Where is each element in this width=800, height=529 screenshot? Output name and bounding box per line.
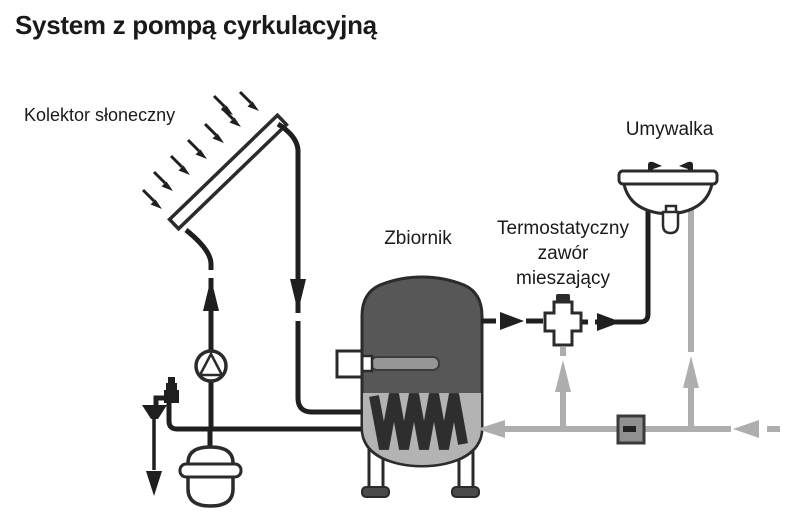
safety-valve-icon: [153, 377, 179, 405]
collector-return-pipe: [276, 121, 378, 415]
collector-label: Kolektor słoneczny: [24, 105, 176, 125]
cold-water-lines: [477, 198, 780, 445]
discharge-funnel-icon: [142, 405, 167, 496]
pipe-gap: [291, 313, 307, 321]
mixing-valve-label: Termostatyczny zawór mieszający: [480, 216, 646, 291]
tank-label: Zbiornik: [384, 228, 452, 249]
mixing-valve-label-line2: zawór: [537, 243, 589, 264]
pipe-gap: [203, 270, 219, 278]
tap-icon: [679, 161, 693, 172]
pipe-gap: [588, 314, 595, 330]
water-meter-icon: [616, 414, 646, 445]
cold-water-arrow-icon: [477, 420, 505, 438]
flow-arrow-down-icon: [290, 279, 306, 312]
mixing-valve-icon: [543, 294, 583, 347]
drain-trap-icon: [661, 210, 680, 235]
basin-rim: [617, 169, 719, 186]
solar-collector-icon: [167, 112, 289, 232]
cold-water-arrow-icon: [555, 360, 571, 392]
heat-exchanger-coil-icon: [369, 393, 468, 450]
electric-heater-icon: [335, 349, 440, 379]
mixing-valve-label-line3: mieszający: [516, 268, 610, 289]
tap-icon: [648, 161, 662, 172]
collector-supply-pipe: [166, 228, 378, 449]
cold-water-arrow-icon: [733, 420, 759, 438]
circulation-pump-icon: [194, 349, 228, 383]
page-title: System z pompą cyrkulacyjną: [15, 10, 377, 40]
flow-arrow-right-icon: [597, 313, 621, 331]
washbasin-icon: [617, 161, 719, 235]
hot-water-line: [500, 198, 651, 331]
expansion-vessel-icon: [178, 445, 243, 508]
flow-arrow-up-icon: [203, 278, 219, 311]
flow-arrow-right-icon: [500, 312, 524, 330]
storage-tank-icon: [335, 275, 496, 498]
sun-rays-icon: [141, 90, 259, 209]
sink-label: Umywalka: [625, 119, 714, 140]
drain-arrow-icon: [146, 471, 162, 496]
mixing-valve-label-line1: Termostatyczny: [497, 218, 629, 239]
cold-water-arrow-icon: [683, 356, 699, 388]
